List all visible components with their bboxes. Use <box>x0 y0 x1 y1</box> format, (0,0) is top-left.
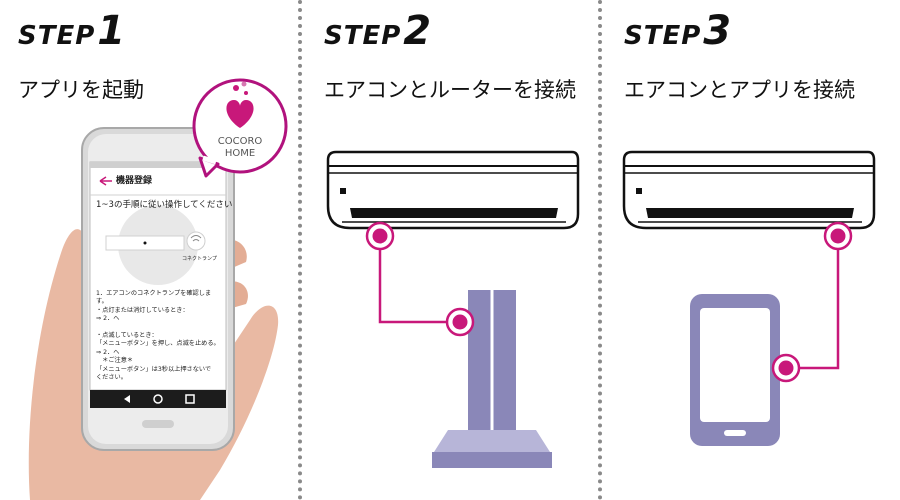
phone-body-line: ください。 <box>96 374 127 382</box>
app-badge-line2: HOME <box>224 148 256 159</box>
connection-line <box>378 236 460 324</box>
step1-title: アプリを起動 <box>18 78 144 102</box>
phone-header-title: 機器登録 <box>116 176 153 186</box>
step2-title: エアコンとルーターを接続 <box>324 78 576 102</box>
step2-word: STEP <box>324 21 402 51</box>
connect-lamp-icon <box>186 231 206 251</box>
phone-body-line: 「メニューボタン」は3秒以上押さないで <box>96 365 212 373</box>
app-badge-text: COCORO HOME <box>206 136 274 160</box>
aircon-router-illustration <box>326 150 580 468</box>
phone-body-line: ・点灯または消灯しているとき： <box>96 306 189 314</box>
phone-body-line: ・点滅しているとき： <box>96 332 158 340</box>
phone-instruction: 1~3の手順に従い操作してください <box>96 200 233 210</box>
app-badge-line1: COCORO <box>217 136 263 147</box>
connection-line <box>784 236 840 370</box>
step3-heading: STEP3 <box>624 8 732 54</box>
phone-home-button <box>142 420 174 428</box>
nav-recent-icon <box>185 394 195 404</box>
nav-back-icon <box>124 395 130 403</box>
nav-home-icon <box>153 394 163 404</box>
phone-body-line: ＊ご注意＊ <box>96 357 134 365</box>
step1-heading: STEP1 <box>18 8 126 54</box>
phone-body-line: 1．エアコンのコネクトランプを確認しま <box>96 290 212 297</box>
panel-divider-2 <box>598 0 602 500</box>
phone-body-line: 「メニューボタン」を押し、点滅を止める。 <box>96 340 220 348</box>
phone-nav-bar <box>90 390 226 408</box>
step3-number: 3 <box>703 8 733 54</box>
step3-title: エアコンとアプリを接続 <box>624 78 855 102</box>
hand-holding-phone-illustration <box>28 78 288 500</box>
phone-body-line: す。 <box>96 298 108 306</box>
step2-heading: STEP2 <box>324 8 432 54</box>
phone-body-line: ⇒ 2．へ <box>96 315 120 323</box>
phone-body-line: ⇒ 2．へ <box>96 348 120 356</box>
step3-word: STEP <box>624 21 702 51</box>
back-arrow-icon <box>99 176 112 186</box>
step2-panel: STEP2 エアコンとルーターを接続 <box>302 0 598 500</box>
step3-panel: STEP3 エアコンとアプリを接続 <box>602 0 900 500</box>
step1-number: 1 <box>97 8 127 54</box>
phone-instructions-body: 1．エアコンのコネクトランプを確認しま す。 ・点灯または消灯しているとき： ⇒… <box>96 290 220 382</box>
panel-divider-1 <box>298 0 302 500</box>
phone-body-line <box>96 324 220 332</box>
aircon-smartphone-illustration <box>622 150 876 446</box>
step1-panel: STEP1 アプリを起動 <box>0 0 298 500</box>
phone-lamp-label: コネクトランプ <box>182 256 217 262</box>
step1-word: STEP <box>18 21 96 51</box>
cocoro-heart-icon <box>226 100 254 128</box>
step2-number: 2 <box>403 8 433 54</box>
